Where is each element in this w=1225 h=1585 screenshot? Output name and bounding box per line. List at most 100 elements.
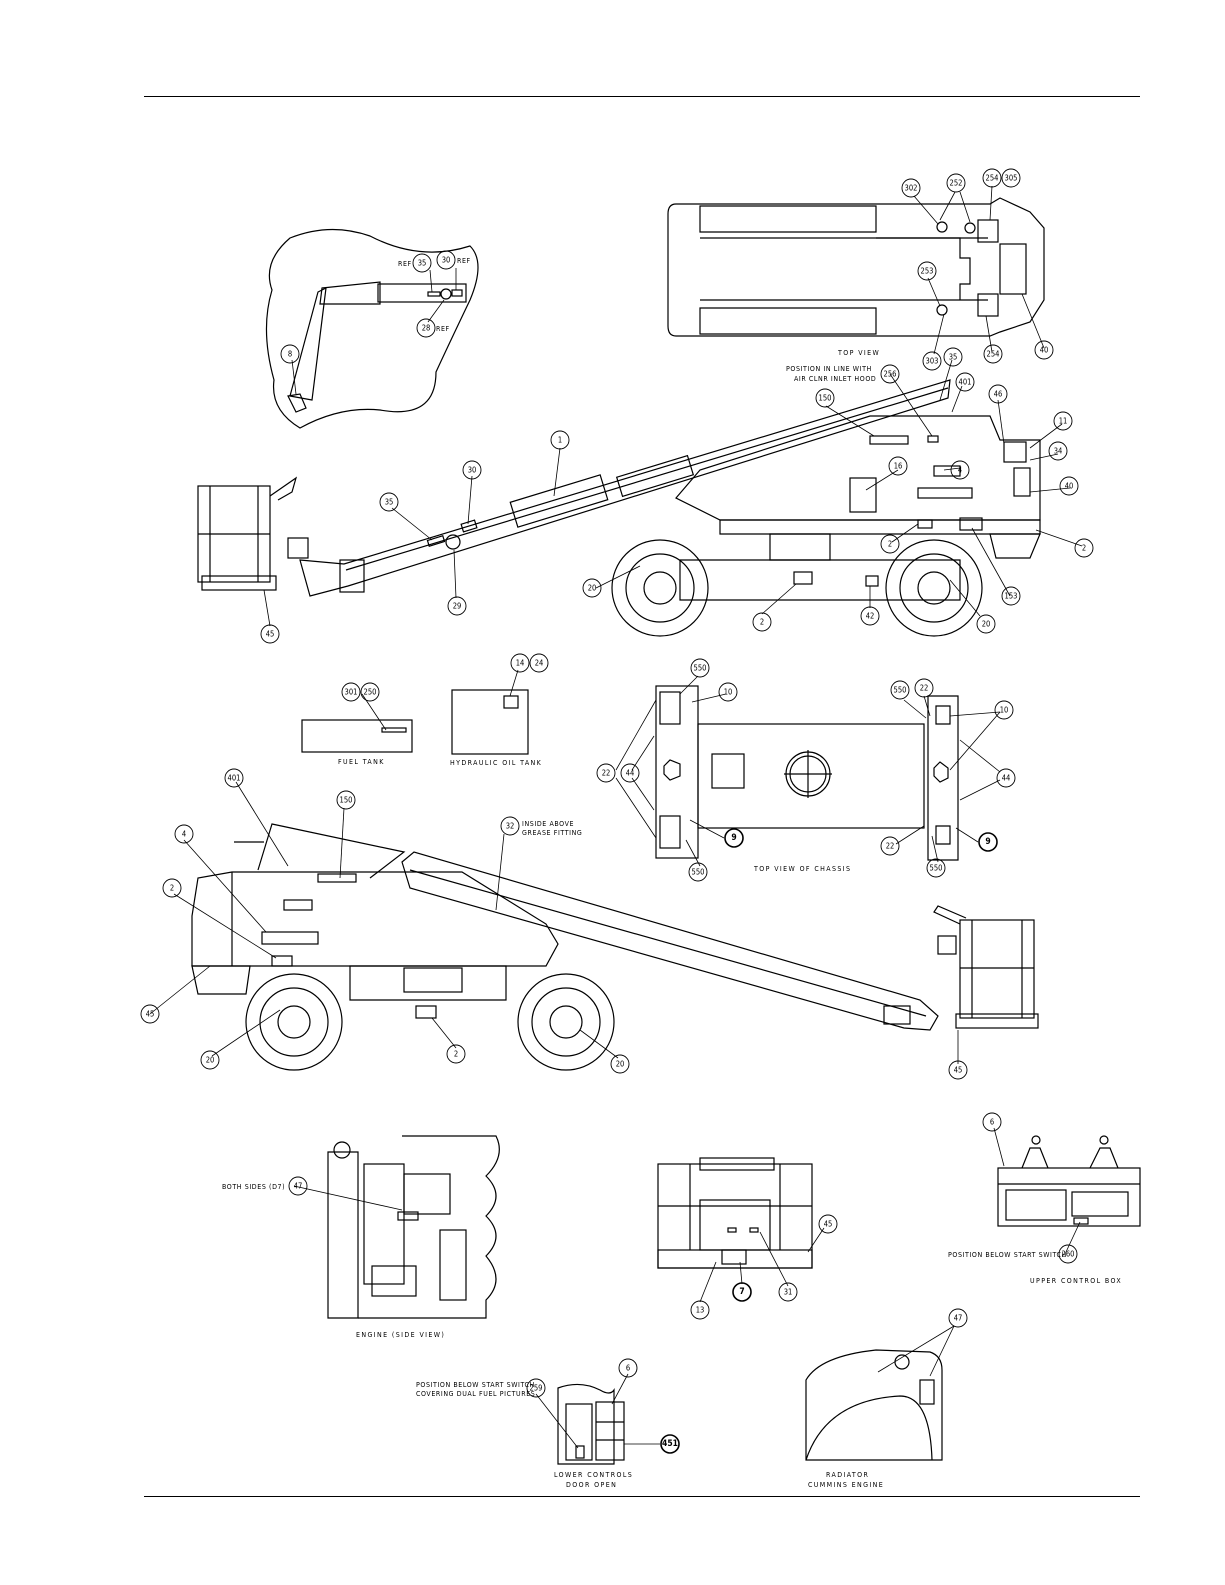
callout-252: 252 <box>950 179 963 188</box>
text-annotations: REF REF REF POSITION IN LINE WITH AIR CL… <box>222 257 1122 1489</box>
note-grease-line1: INSIDE ABOVE <box>522 820 574 828</box>
callout-42: 42 <box>866 612 875 621</box>
callout-254: 254 <box>986 174 999 183</box>
callout-45: 45 <box>954 1066 963 1075</box>
callout-2: 2 <box>1082 544 1086 553</box>
note-below-start-switch: POSITION BELOW START SWITCH <box>948 1251 1067 1259</box>
callout-22: 22 <box>886 842 895 851</box>
note-air-cleaner-line2: AIR CLNR INLET HOOD <box>794 375 876 383</box>
ref-label: REF <box>436 325 450 333</box>
callout-2: 2 <box>454 1050 458 1059</box>
callout-303: 303 <box>926 357 939 366</box>
callout-35: 35 <box>385 498 394 507</box>
callout-20: 20 <box>982 620 991 629</box>
caption-cummins-engine: CUMMINS ENGINE <box>808 1481 884 1489</box>
caption-door-open: DOOR OPEN <box>566 1481 617 1489</box>
ref-label: REF <box>398 260 412 268</box>
callout-150: 150 <box>819 394 832 403</box>
upper-control-box-drawing <box>997 1135 1141 1227</box>
note-grease-line2: GREASE FITTING <box>522 829 582 837</box>
leader-lines <box>149 185 1083 1449</box>
callout-260: 260 <box>1062 1250 1075 1259</box>
ref-label: REF <box>457 257 471 265</box>
callout-40: 40 <box>1040 346 1049 355</box>
callout-7: 7 <box>739 1287 744 1297</box>
callout-28: 28 <box>422 324 431 333</box>
top-view-drawing <box>667 197 1045 337</box>
caption-radiator: RADIATOR <box>826 1471 869 1479</box>
callout-9: 9 <box>985 837 990 847</box>
callout-44: 44 <box>626 769 635 778</box>
callout-13: 13 <box>696 1306 705 1315</box>
callout-2: 2 <box>760 618 764 627</box>
callout-253: 253 <box>921 267 934 276</box>
callout-34: 34 <box>1054 447 1063 456</box>
callout-20: 20 <box>206 1056 215 1065</box>
callout-22: 22 <box>920 684 929 693</box>
callout-22: 22 <box>602 769 611 778</box>
radiator-drawing <box>805 1349 943 1461</box>
callout-40: 40 <box>1065 482 1074 491</box>
caption-engine-side-view: ENGINE (SIDE VIEW) <box>356 1331 445 1339</box>
callout-35: 35 <box>949 353 958 362</box>
boom-detail-drawing <box>265 228 479 429</box>
caption-lower-controls: LOWER CONTROLS <box>554 1471 633 1479</box>
callout-35: 35 <box>418 259 427 268</box>
machine-side-view-1 <box>197 379 1041 637</box>
callout-550: 550 <box>930 864 943 873</box>
callout-20: 20 <box>616 1060 625 1069</box>
callout-153: 153 <box>1005 592 1018 601</box>
callout-30: 30 <box>442 256 451 265</box>
callout-250: 250 <box>364 688 377 697</box>
callout-4: 4 <box>182 830 186 839</box>
callout-14: 14 <box>516 659 525 668</box>
caption-fuel-tank: FUEL TANK <box>338 758 385 766</box>
header-rule <box>144 96 1140 97</box>
callout-302: 302 <box>905 184 918 193</box>
callout-401: 401 <box>959 378 972 387</box>
callout-45: 45 <box>824 1220 833 1229</box>
callout-32: 32 <box>506 822 515 831</box>
callout-401: 401 <box>228 774 241 783</box>
callout-47: 47 <box>954 1314 963 1323</box>
lower-controls-drawing <box>557 1383 625 1465</box>
callout-301: 301 <box>345 688 358 697</box>
callout-550: 550 <box>894 686 907 695</box>
machine-side-view-2 <box>191 823 1039 1071</box>
callout-30: 30 <box>468 466 477 475</box>
callout-20: 20 <box>588 584 597 593</box>
callout-31: 31 <box>784 1288 793 1297</box>
callout-2: 2 <box>170 884 174 893</box>
callout-44: 44 <box>1002 774 1011 783</box>
note-both-sides: BOTH SIDES (D7) <box>222 1183 285 1191</box>
callout-550: 550 <box>692 868 705 877</box>
footer-rule <box>144 1496 1140 1497</box>
callout-16: 16 <box>894 462 903 471</box>
callout-6: 6 <box>990 1118 994 1127</box>
caption-top-view-of-chassis: TOP VIEW OF CHASSIS <box>753 865 851 873</box>
callout-8: 8 <box>288 350 292 359</box>
chassis-top-view-drawing <box>655 685 959 861</box>
basket-front-view-drawing <box>657 1157 813 1269</box>
callout-6: 6 <box>626 1364 630 1373</box>
callout-550: 550 <box>694 664 707 673</box>
callout-1: 1 <box>558 436 562 445</box>
callout-9: 9 <box>731 833 736 843</box>
callout-24: 24 <box>535 659 544 668</box>
callout-29: 29 <box>453 602 462 611</box>
callout-47: 47 <box>294 1182 303 1191</box>
note-lower-switch-line1: POSITION BELOW START SWITCH <box>416 1381 535 1389</box>
callout-305: 305 <box>1005 174 1018 183</box>
callout-4: 4 <box>958 466 962 475</box>
callout-46: 46 <box>994 390 1003 399</box>
callout-259: 259 <box>530 1384 543 1393</box>
note-lower-switch-line2: COVERING DUAL FUEL PICTURES <box>416 1390 535 1398</box>
callout-45: 45 <box>266 630 275 639</box>
callout-254: 254 <box>987 350 1000 359</box>
caption-upper-control-box: UPPER CONTROL BOX <box>1030 1277 1122 1285</box>
callout-2: 2 <box>888 540 892 549</box>
callout-bubbles <box>140 168 1094 1454</box>
caption-top-view: TOP VIEW <box>837 349 880 357</box>
callout-451: 451 <box>662 1439 678 1449</box>
